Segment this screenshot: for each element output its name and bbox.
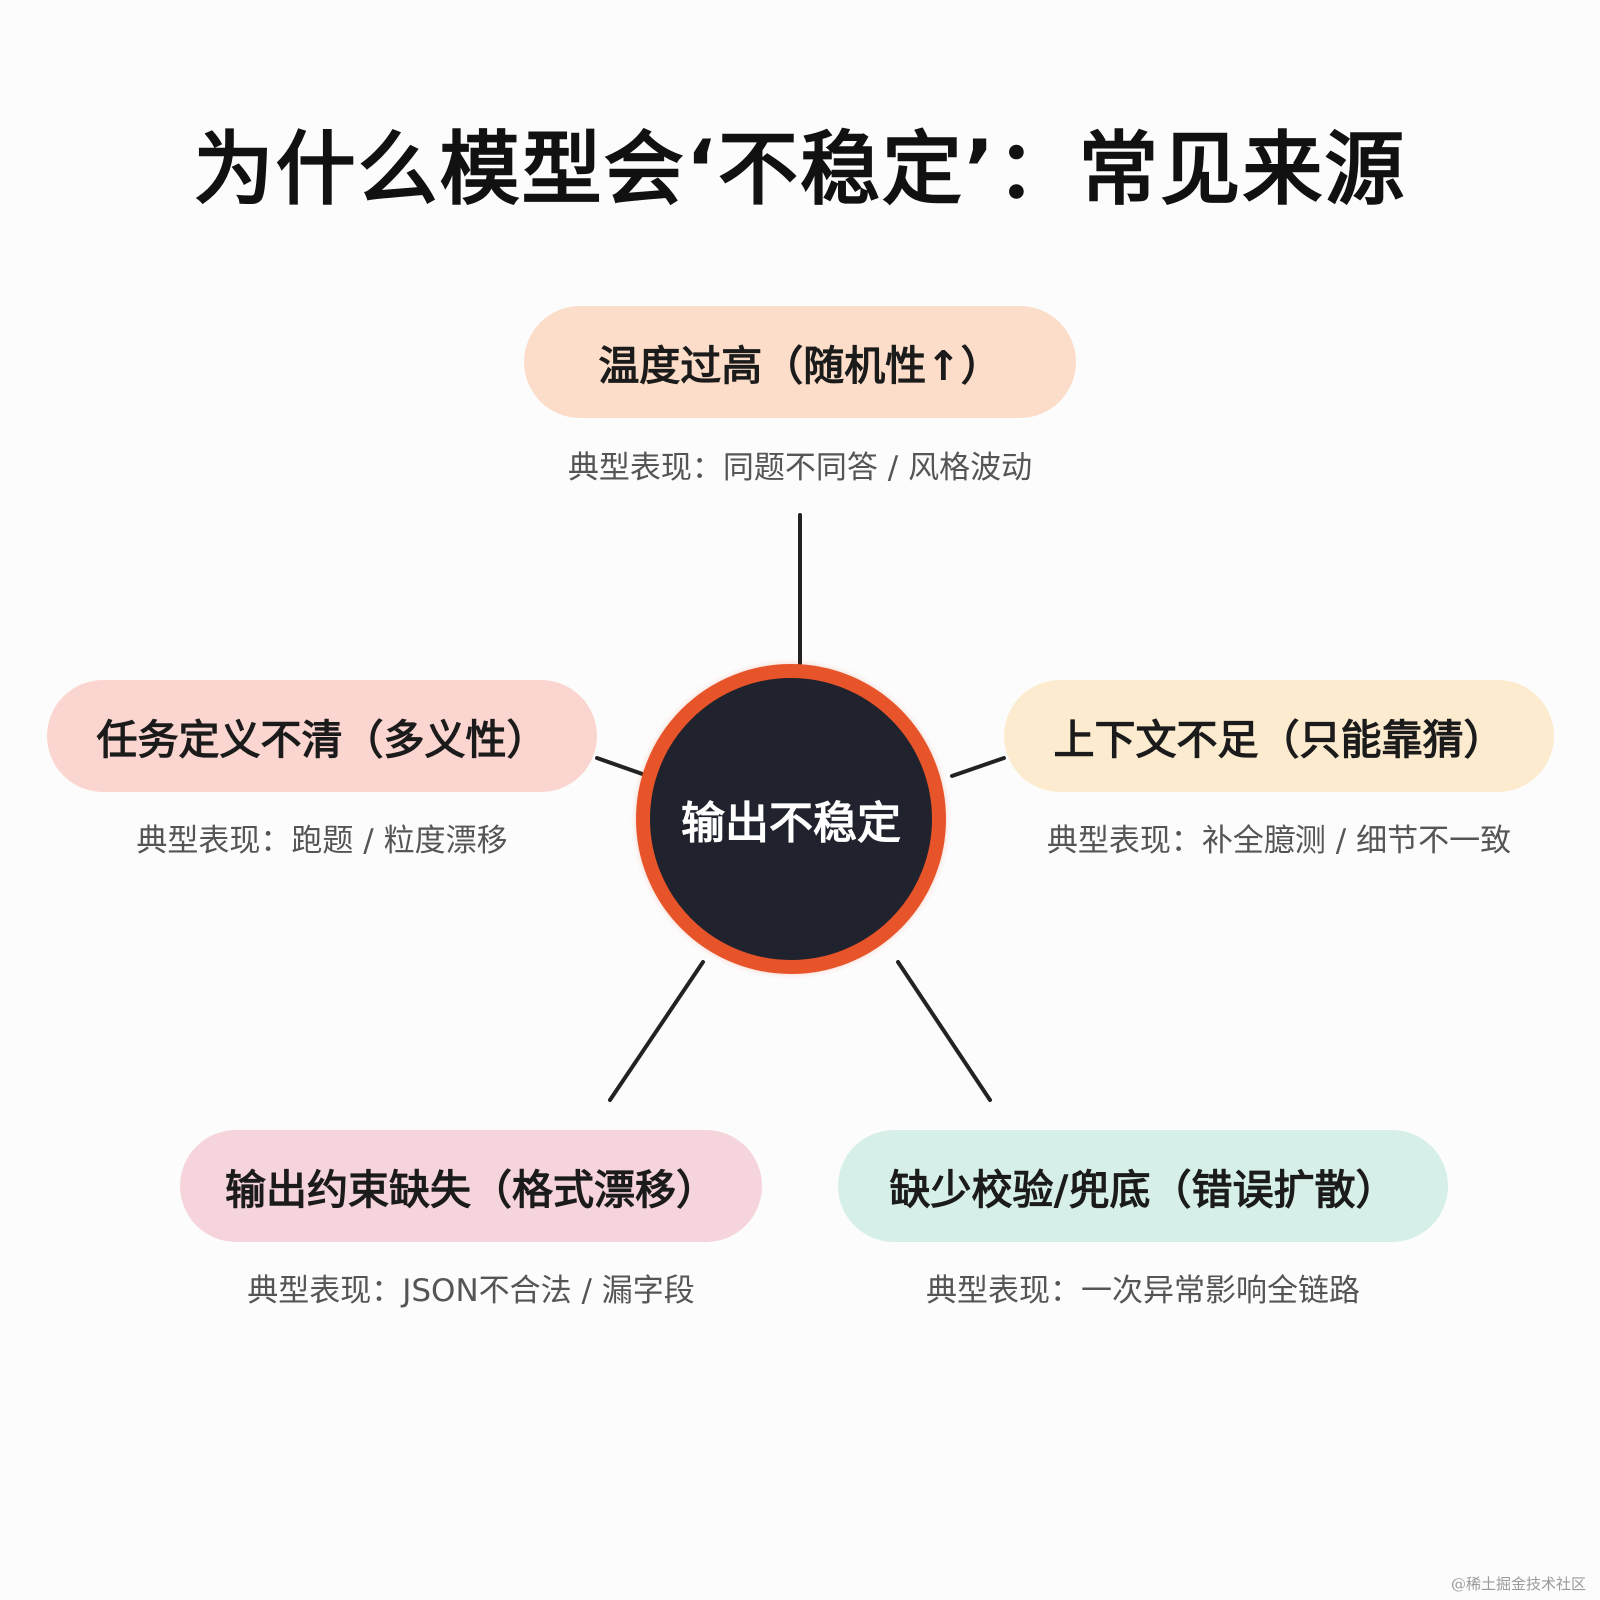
connector-line-right: [950, 756, 1006, 778]
source-node-context: 上下文不足（只能靠猜）: [1004, 680, 1554, 792]
diagram-title: 为什么模型会‘不稳定’：常见来源: [193, 123, 1407, 216]
source-node-temperature: 温度过高（随机性↑）: [524, 306, 1076, 418]
source-note-output-constraints: 典型表现：JSON不合法 / 漏字段: [247, 1273, 695, 1309]
connector-line-left: [595, 756, 650, 778]
source-node-output-constraints: 输出约束缺失（格式漂移）: [180, 1130, 762, 1242]
center-node: 输出不稳定: [636, 664, 946, 974]
source-node-task-definition: 任务定义不清（多义性）: [47, 680, 597, 792]
source-note-temperature: 典型表现：同题不同答 / 风格波动: [567, 450, 1033, 486]
center-node-label: 输出不稳定: [681, 798, 901, 849]
source-note-context: 典型表现：补全臆测 / 细节不一致: [1046, 823, 1512, 859]
connector-line-bottom-left: [608, 960, 705, 1102]
source-note-task-definition: 典型表现：跑题 / 粒度漂移: [136, 823, 508, 859]
source-note-validation: 典型表现：一次异常影响全链路: [926, 1273, 1360, 1309]
watermark: @稀土掘金技术社区: [1450, 1575, 1586, 1593]
connector-line-bottom-right: [896, 960, 992, 1102]
source-node-validation: 缺少校验/兜底（错误扩散）: [838, 1130, 1448, 1242]
